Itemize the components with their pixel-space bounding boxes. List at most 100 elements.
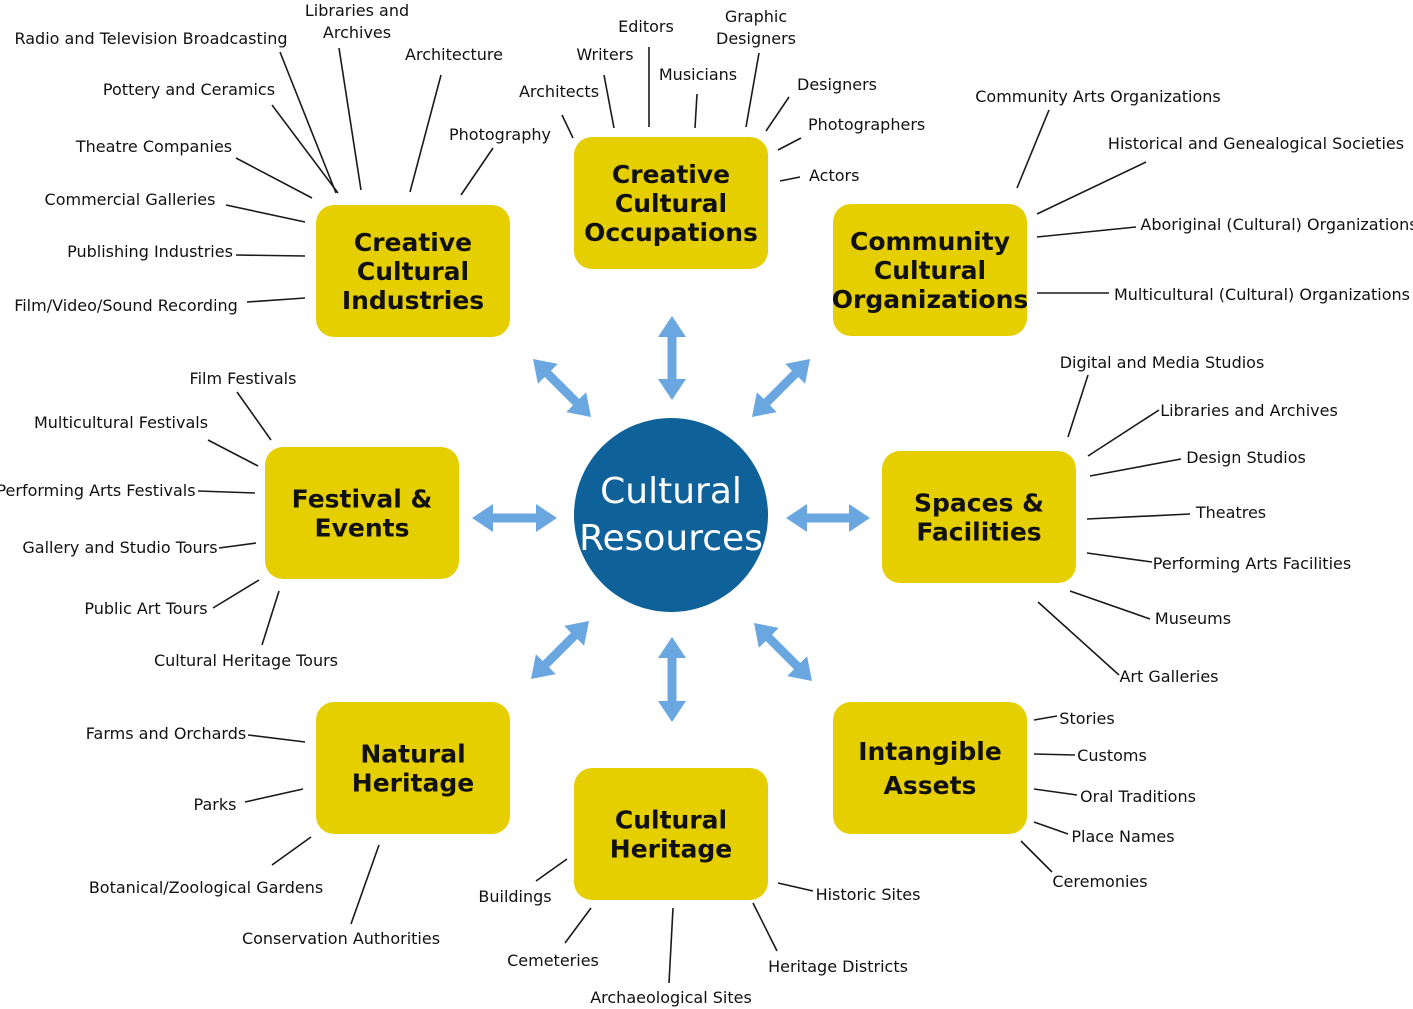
double-arrow-spaces-facilities: [786, 504, 870, 532]
box-title-line: Cultural: [615, 806, 727, 835]
double-arrow-festival-events: [472, 504, 557, 532]
item-label-performing-arts-facilities: Performing Arts Facilities: [1153, 554, 1351, 573]
item-label-parks: Parks: [194, 795, 237, 814]
box-creative-cultural-industries-shape: [316, 205, 510, 337]
box-title-line: Natural: [360, 740, 465, 769]
connector-stories: [1033, 715, 1058, 721]
item-label-publishing-industries: Publishing Industries: [67, 242, 233, 261]
item-label-editors: Editors: [618, 17, 674, 36]
box-title: Spaces &Facilities: [914, 489, 1044, 547]
connector-oral-traditions: [1033, 788, 1078, 796]
box-intangible-assets-shape: [833, 702, 1027, 834]
item-label-theatre-companies: Theatre Companies: [75, 137, 232, 156]
item-label-heritage-districts: Heritage Districts: [768, 957, 908, 976]
item-label-photography: Photography: [449, 125, 551, 144]
item-label-actors: Actors: [809, 166, 859, 185]
connector-cemeteries: [564, 907, 592, 944]
box-festival-events: Festival &Events: [265, 447, 459, 579]
connector-architects: [561, 114, 574, 139]
item-label-community-arts-organizations: Community Arts Organizations: [975, 87, 1221, 106]
double-arrow-cultural-heritage: [658, 637, 686, 722]
item-label-ceremonies: Ceremonies: [1052, 872, 1147, 891]
box-title-line: Cultural: [357, 257, 469, 286]
connector-architecture: [409, 74, 442, 193]
box-community-cultural-organizations-shape: [833, 204, 1027, 336]
double-arrow-creative-cultural-occupations: [658, 316, 686, 400]
box-cultural-heritage-shape: [574, 768, 768, 900]
connector-farms-and-orchards: [247, 734, 306, 743]
item-label-place-names: Place Names: [1071, 827, 1174, 846]
connector-photographers: [777, 137, 802, 151]
item-label-pottery-and-ceramics: Pottery and Ceramics: [103, 80, 275, 99]
double-arrow-community-cultural-organizations: [752, 359, 810, 417]
connector-archaeological-sites: [668, 907, 674, 984]
item-label-botanical-zoological-gardens: Botanical/Zoological Gardens: [89, 878, 323, 897]
item-label-historic-sites: Historic Sites: [816, 885, 921, 904]
center-title-line: Resources: [579, 518, 763, 559]
box-title-line: Cultural: [874, 256, 986, 285]
double-arrow-creative-cultural-industries: [533, 359, 591, 417]
connector-gallery-and-studio-tours: [218, 542, 257, 549]
connector-writers: [603, 74, 615, 129]
connector-historical-and-genealogical-societies: [1036, 161, 1147, 215]
connector-museums: [1069, 590, 1151, 620]
item-label-architecture: Architecture: [405, 45, 503, 64]
item-label-multicultural-festivals: Multicultural Festivals: [34, 413, 208, 432]
box-title-line: Heritage: [610, 835, 732, 864]
center-circle: [574, 418, 768, 612]
item-label-performing-arts-festivals: Performing Arts Festivals: [0, 481, 196, 500]
item-label-multicultural-cultural-organizations: Multicultural (Cultural) Organizations: [1114, 285, 1410, 304]
box-spaces-facilities: Spaces &Facilities: [882, 451, 1076, 583]
item-label-customs: Customs: [1077, 746, 1147, 765]
connector-commercial-galleries: [225, 204, 306, 223]
item-label-theatres: Theatres: [1195, 503, 1266, 522]
item-label-line: Designers: [716, 29, 796, 48]
item-label-stories: Stories: [1059, 709, 1114, 728]
connector-photography: [460, 147, 494, 196]
connector-design-studios: [1089, 458, 1182, 477]
connector-conservation-authorities: [350, 844, 380, 925]
connector-art-galleries: [1037, 601, 1120, 676]
double-arrow-intangible-assets: [754, 623, 812, 681]
item-label-buildings: Buildings: [478, 887, 551, 906]
box-title-line: Creative: [612, 160, 730, 189]
connector-ceremonies: [1020, 840, 1053, 873]
box-natural-heritage-shape: [316, 702, 510, 834]
item-label-radio-and-television-broadcasting: Radio and Television Broadcasting: [14, 29, 287, 48]
item-label-farms-and-orchards: Farms and Orchards: [86, 724, 246, 743]
connector-multicultural-festivals: [207, 439, 259, 467]
item-label-designers: Designers: [797, 75, 877, 94]
item-label-commercial-galleries: Commercial Galleries: [45, 190, 216, 209]
box-title-line: Assets: [884, 771, 977, 800]
item-label-digital-and-media-studios: Digital and Media Studios: [1060, 353, 1265, 372]
connector-digital-and-media-studios: [1067, 374, 1089, 438]
connector-film-festivals: [236, 391, 272, 441]
item-label-architects: Architects: [519, 82, 599, 101]
box-title-line: Festival &: [292, 485, 433, 514]
item-label-museums: Museums: [1155, 609, 1231, 628]
connector-musicians: [694, 93, 698, 129]
box-title-line: Industries: [342, 286, 484, 315]
connector-actors: [779, 176, 801, 182]
box-title: Festival &Events: [292, 485, 433, 543]
center-title-line: Cultural: [600, 471, 742, 512]
connector-customs: [1033, 753, 1076, 756]
item-label-film-festivals: Film Festivals: [190, 369, 297, 388]
item-label-archaeological-sites: Archaeological Sites: [590, 988, 752, 1007]
item-label-art-galleries: Art Galleries: [1119, 667, 1218, 686]
item-label-line: Libraries and: [305, 1, 409, 20]
connector-cultural-heritage-tours: [261, 590, 280, 646]
connector-graphic-designers: [745, 52, 760, 128]
connector-community-arts-organizations: [1016, 109, 1050, 189]
connector-libraries-and-archives: [338, 47, 362, 191]
box-title-line: Spaces &: [914, 489, 1044, 518]
